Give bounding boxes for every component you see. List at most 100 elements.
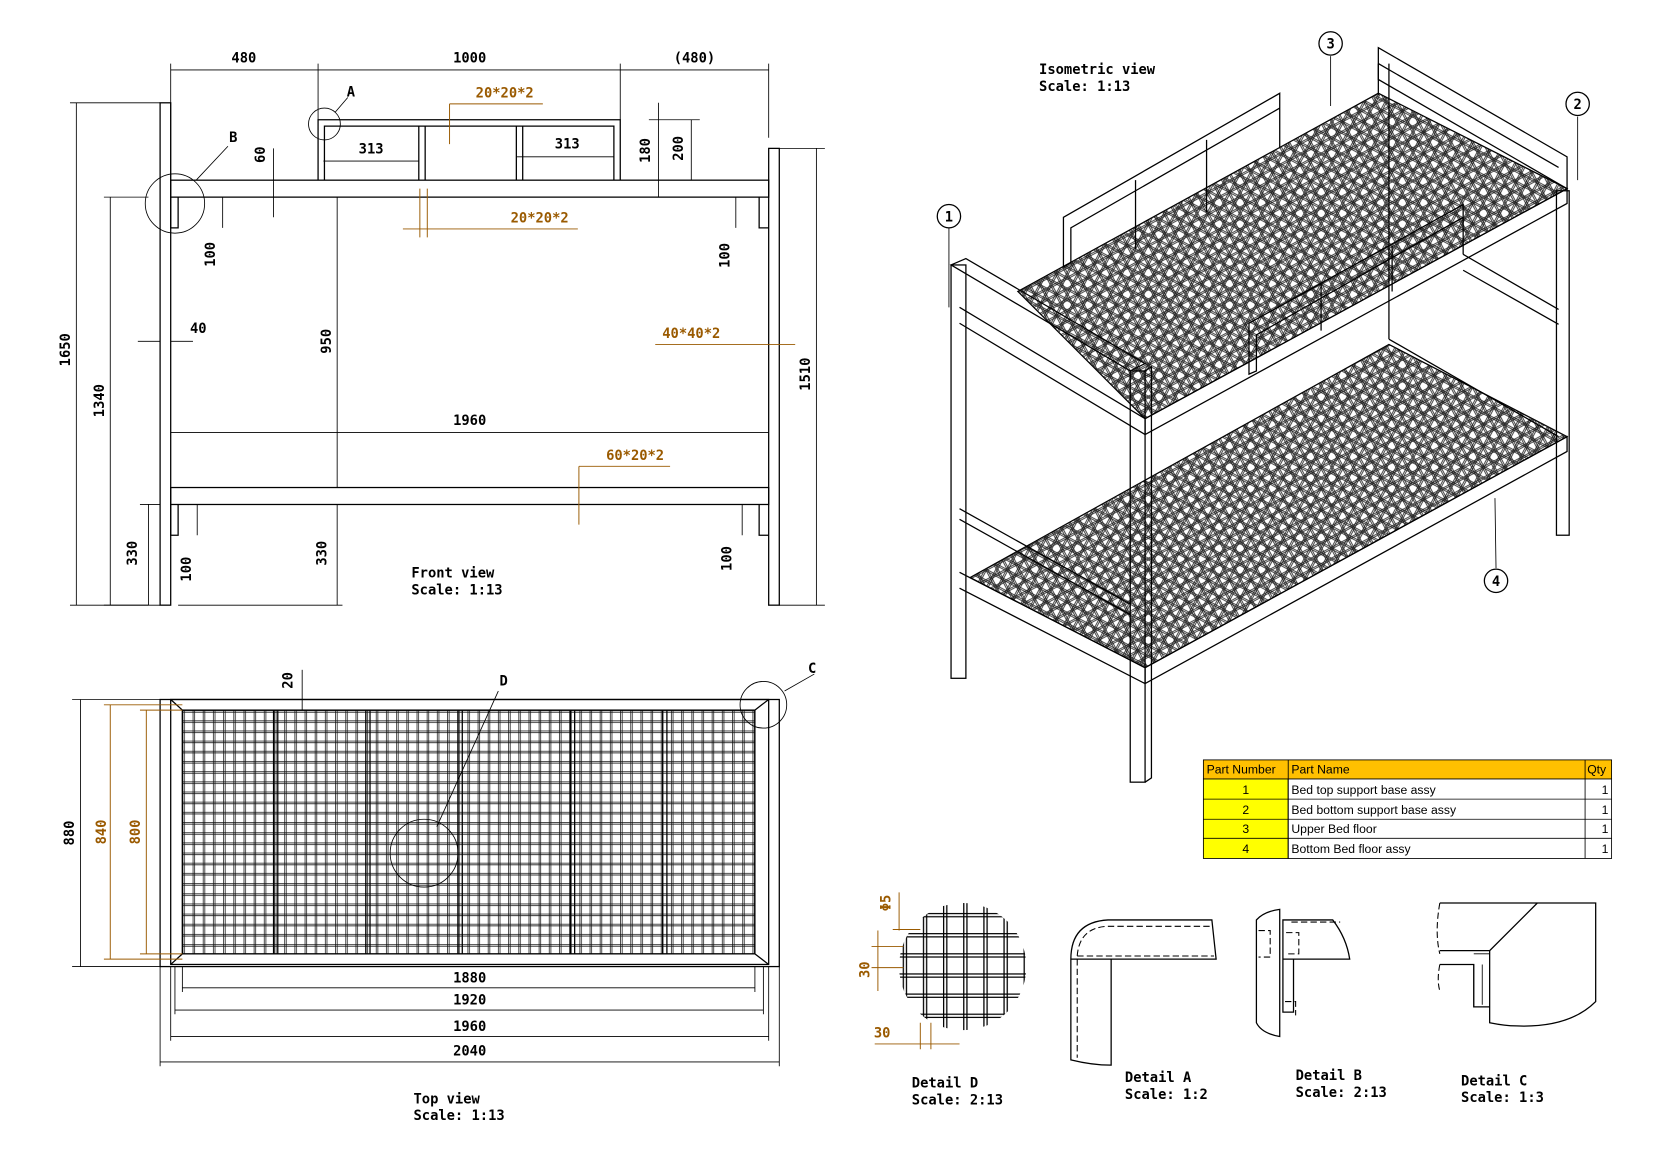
dim-30-horizontal: 30 — [874, 1026, 891, 1042]
profile-label: 20*20*2 — [476, 86, 534, 102]
top-brown-dim-lines — [103, 704, 183, 960]
detail-d-title: Detail D — [912, 1075, 978, 1091]
front-view-scale: Scale: 1:13 — [411, 583, 502, 599]
dim-40: 40 — [190, 321, 207, 337]
detail-a-circle — [308, 107, 341, 141]
dim-313: 313 — [359, 142, 384, 158]
svg-text:Bed bottom support base assy: Bed bottom support base assy — [1291, 803, 1457, 817]
dim-880: 880 — [62, 821, 78, 846]
dim-800: 800 — [128, 820, 144, 845]
header-part-name: Part Name — [1291, 763, 1349, 777]
bottom-bed-floor — [968, 343, 1569, 669]
table-row: 1 Bed top support base assy 1 — [1242, 783, 1608, 797]
dim-180: 180 — [638, 138, 654, 163]
balloon-4: 4 — [1483, 568, 1509, 594]
dim-20: 20 — [281, 672, 297, 689]
profile-label: 20*20*2 — [511, 211, 569, 227]
dim-1510: 1510 — [798, 358, 814, 391]
top-view: 20 880 840 800 1880 1920 1960 2040 C D T… — [62, 661, 816, 1124]
svg-text:1: 1 — [945, 210, 953, 226]
isometric-view: 1 2 3 4 Isometric view Scale: 1:13 — [936, 31, 1590, 783]
detail-d: Φ5 30 30 Detail D Scale: 2:13 — [857, 892, 1027, 1108]
dim-330-left: 330 — [125, 541, 141, 566]
detail-ref-a: A — [347, 84, 356, 100]
header-part-number: Part Number — [1207, 763, 1276, 777]
dim-60: 60 — [253, 146, 269, 163]
dim-1960-top: 1960 — [453, 1019, 486, 1035]
table-row: 3 Upper Bed floor 1 — [1242, 822, 1608, 836]
dim-30-vertical: 30 — [857, 961, 873, 978]
detail-a: Detail A Scale: 1:2 — [1070, 919, 1217, 1103]
svg-text:3: 3 — [1242, 822, 1249, 836]
detail-c-scale: Scale: 1:3 — [1461, 1090, 1544, 1106]
detail-ref-c: C — [808, 661, 816, 677]
dim-313: 313 — [555, 136, 580, 152]
dim-1960-front: 1960 — [453, 413, 486, 429]
iso-view-scale: Scale: 1:13 — [1039, 79, 1130, 95]
table-row: 4 Bottom Bed floor assy 1 — [1242, 842, 1608, 856]
svg-text:1: 1 — [1602, 842, 1609, 856]
detail-c-circle — [739, 681, 788, 729]
detail-b-title: Detail B — [1296, 1068, 1362, 1084]
detail-a-title: Detail A — [1125, 1070, 1192, 1086]
svg-text:Bed top support base assy: Bed top support base assy — [1291, 783, 1436, 797]
dim-330-mid: 330 — [315, 541, 331, 566]
svg-text:Upper Bed floor: Upper Bed floor — [1291, 822, 1376, 836]
dim-1340: 1340 — [92, 384, 108, 417]
iso-view-title: Isometric view — [1039, 62, 1156, 78]
dim-1880: 1880 — [453, 970, 486, 986]
svg-text:Bottom Bed floor assy: Bottom Bed floor assy — [1291, 842, 1411, 856]
detail-b-circle — [144, 173, 206, 234]
balloon-1: 1 — [936, 203, 962, 229]
front-view: 480 1000 (480) 1650 1340 330 1510 950 19… — [58, 51, 825, 606]
balloon-2: 2 — [1565, 91, 1590, 117]
profile-label: 60*20*2 — [606, 448, 664, 464]
svg-text:1: 1 — [1602, 803, 1609, 817]
top-dimension-lines — [72, 669, 815, 1067]
detail-d-circle — [389, 818, 459, 888]
bed-frame-front — [159, 102, 780, 606]
iso-frame — [949, 46, 1570, 783]
dim-200: 200 — [671, 136, 687, 161]
parts-table: Part Number Part Name Qty 1 Bed top supp… — [1202, 759, 1613, 859]
dim-100: 100 — [203, 242, 219, 267]
detail-d-scale: Scale: 2:13 — [912, 1092, 1003, 1108]
front-profile-leaders — [402, 103, 796, 525]
dim-2040: 2040 — [453, 1044, 486, 1060]
svg-text:1: 1 — [1602, 822, 1609, 836]
detail-c-title: Detail C — [1461, 1073, 1527, 1089]
top-view-scale: Scale: 1:13 — [414, 1108, 505, 1124]
top-view-title: Top view — [414, 1091, 481, 1107]
dim-100: 100 — [717, 243, 733, 268]
dim-phi5: Φ5 — [879, 895, 895, 912]
detail-a-scale: Scale: 1:2 — [1125, 1087, 1208, 1103]
dim-100: 100 — [179, 557, 195, 582]
svg-text:4: 4 — [1242, 842, 1249, 856]
dim-1920: 1920 — [453, 993, 486, 1009]
detail-c: Detail C Scale: 1:3 — [1436, 902, 1597, 1106]
dim-840: 840 — [94, 820, 110, 845]
dim-480-ref: (480) — [674, 51, 715, 67]
dim-480: 480 — [231, 51, 256, 67]
detail-b-scale: Scale: 2:13 — [1296, 1085, 1387, 1101]
dim-1650: 1650 — [58, 333, 74, 366]
balloon-leaders — [948, 56, 1579, 569]
front-view-title: Front view — [411, 566, 495, 582]
detail-ref-b: B — [229, 130, 237, 146]
svg-text:4: 4 — [1492, 574, 1500, 590]
detail-ref-d: D — [499, 674, 507, 690]
front-dimension-lines — [69, 63, 825, 606]
upper-bed-floor — [1016, 92, 1569, 420]
dim-1000: 1000 — [453, 51, 486, 67]
svg-text:1: 1 — [1602, 783, 1609, 797]
svg-text:2: 2 — [1574, 97, 1582, 113]
dim-100: 100 — [720, 546, 736, 571]
header-qty: Qty — [1587, 763, 1607, 777]
svg-text:1: 1 — [1242, 783, 1249, 797]
detail-b: Detail B Scale: 2:13 — [1255, 908, 1387, 1101]
mesh-area — [181, 709, 756, 955]
table-row: 2 Bed bottom support base assy 1 — [1242, 803, 1608, 817]
svg-text:2: 2 — [1242, 803, 1249, 817]
dim-950: 950 — [319, 329, 335, 354]
